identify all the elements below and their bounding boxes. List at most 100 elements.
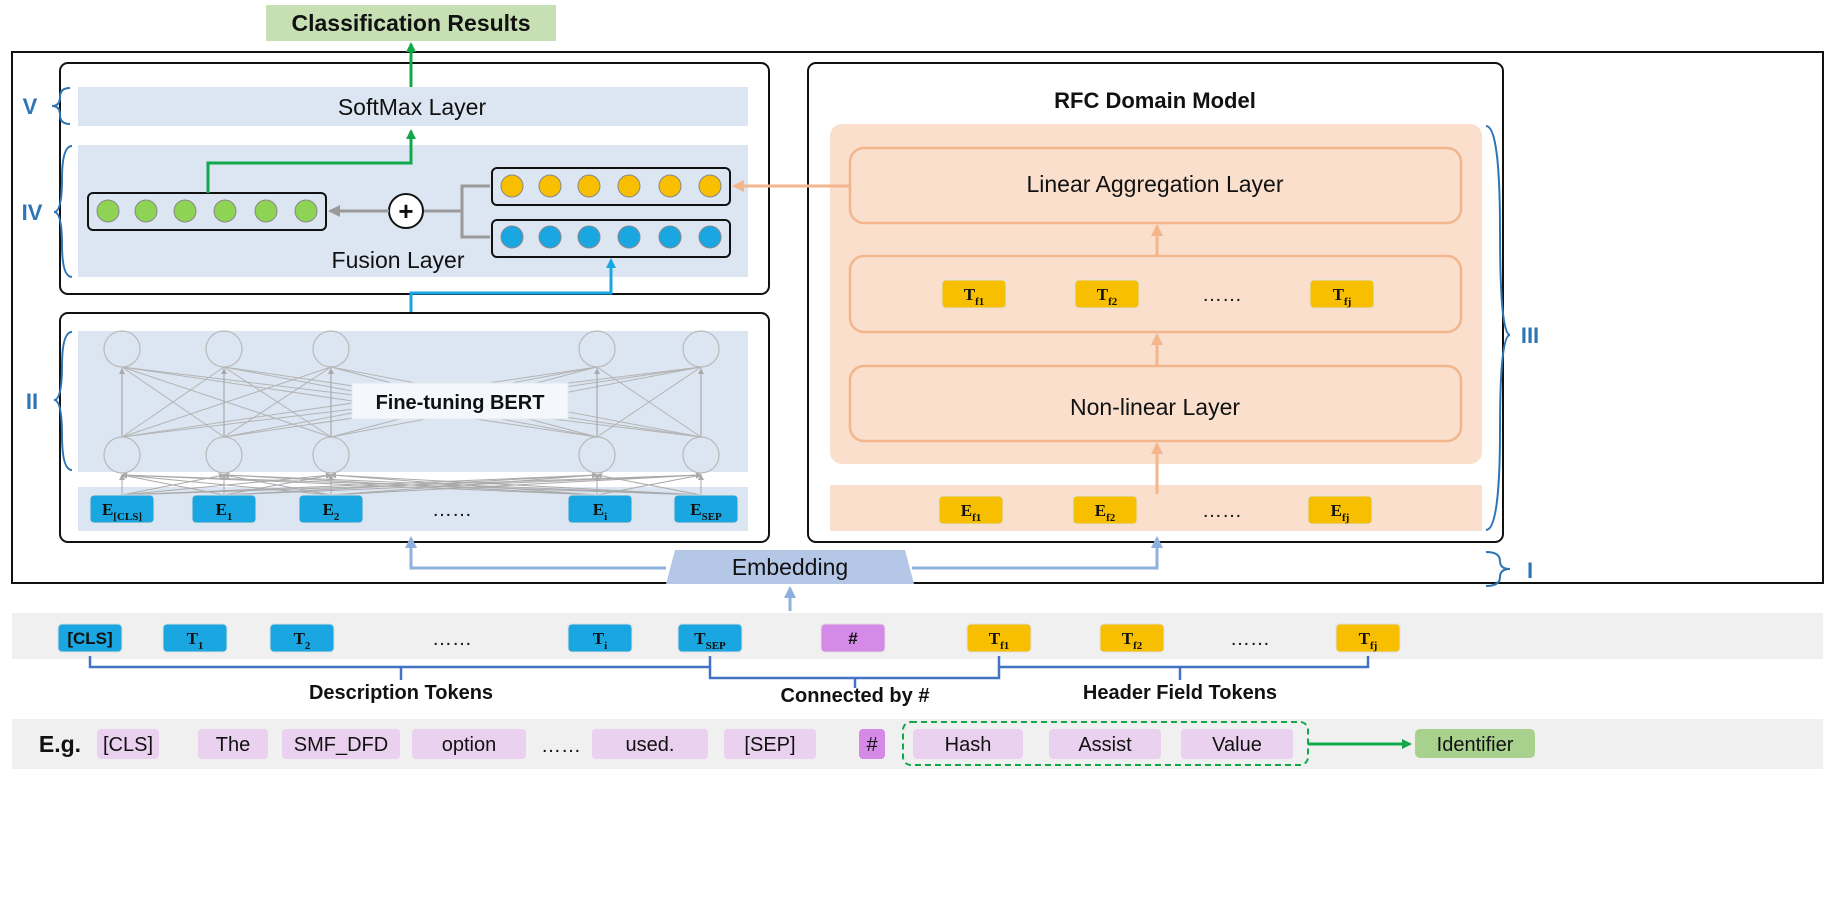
input-token: ……: [1230, 628, 1270, 650]
embedding-label: Embedding: [732, 554, 848, 580]
bert-label: Fine-tuning BERT: [376, 392, 545, 414]
token-label: E2: [323, 500, 340, 523]
bert-neuron: [578, 330, 616, 368]
vector-dot: [658, 225, 682, 249]
token-box: [966, 623, 1032, 653]
bert-input-arrow: [330, 472, 702, 496]
example-token-label: SMF_DFD: [294, 734, 388, 756]
rfc-t-token: Tfj: [1309, 279, 1375, 309]
bert-connection: [223, 366, 332, 438]
token-box: [162, 623, 228, 653]
example-token-box: [1181, 729, 1293, 759]
bert-input-arrow: [121, 472, 702, 496]
bert-embedding-token: Ei: [567, 494, 633, 524]
token-label: Efj: [1331, 501, 1350, 524]
token-box: [1309, 279, 1375, 309]
bert-label-box: [351, 382, 569, 420]
token-box: [820, 623, 886, 653]
rfc-e-token: ……: [1202, 500, 1242, 522]
example-token: used.: [592, 729, 708, 759]
token-label: Tf1: [964, 285, 985, 308]
bert-embedding-token: E2: [298, 494, 364, 524]
input-token: Tfj: [1335, 623, 1401, 653]
rfc-e-token: Efj: [1307, 495, 1373, 525]
example-token-box: [282, 729, 400, 759]
example-result-label: Identifier: [1437, 734, 1514, 756]
bert-vector: [491, 219, 731, 258]
bert-to-fusion-arrow: [409, 258, 616, 330]
token-label: [CLS]: [67, 629, 112, 648]
token-label: Ei: [593, 500, 607, 523]
example-token: The: [198, 729, 268, 759]
non-linear-label: Non-linear Layer: [1070, 394, 1240, 420]
level-ii-label: II: [26, 389, 38, 414]
level-v-label: V: [23, 94, 38, 119]
example-token-box: [97, 729, 159, 759]
bert-embedding-token: E[CLS]: [89, 494, 155, 524]
example-token: [SEP]: [724, 729, 816, 759]
bert-embedding-token: ……: [432, 499, 472, 521]
bert-neuron: [103, 436, 141, 474]
token-label: T2: [294, 629, 311, 652]
bert-neuron: [682, 436, 720, 474]
input-token: [CLS]: [57, 623, 123, 653]
token-label: TSEP: [694, 629, 726, 652]
token-box: [941, 279, 1007, 309]
token-label: Ti: [593, 629, 607, 652]
example-result-box: [1415, 729, 1535, 758]
header-tokens-brace: [997, 656, 1370, 680]
ellipsis: ……: [1230, 628, 1270, 650]
token-box: [191, 494, 257, 524]
vector-dot: [698, 174, 722, 198]
connected-label: Connected by #: [781, 685, 930, 707]
embedding-to-bert-arrow: [405, 536, 666, 570]
example-token: #: [859, 729, 885, 759]
token-label: E[CLS]: [102, 500, 142, 523]
token-label: T1: [187, 629, 204, 652]
description-tokens-label: Description Tokens: [309, 682, 493, 704]
vector-dot: [294, 199, 318, 223]
bert-neuron: [205, 330, 243, 368]
bert-neuron: [312, 330, 350, 368]
token-box: [673, 494, 739, 524]
token-box: [1099, 623, 1165, 653]
bert-input-arrow: [121, 472, 598, 496]
example-token-label: Assist: [1078, 734, 1132, 756]
description-tokens-brace: [88, 656, 712, 680]
example-token-box: [412, 729, 526, 759]
ellipsis: ……: [1202, 500, 1242, 522]
example-token-box: [1049, 729, 1161, 759]
linear-aggregation-label: Linear Aggregation Layer: [1026, 171, 1283, 197]
embedding-box: [666, 550, 914, 584]
token-box: [1335, 623, 1401, 653]
rfc-title: RFC Domain Model: [1054, 88, 1256, 113]
example-token-label: used.: [626, 734, 675, 756]
vector-dot: [254, 199, 278, 223]
rfc-e-token: Ef1: [938, 495, 1004, 525]
vector-dot: [213, 199, 237, 223]
example-token-label: #: [866, 734, 878, 756]
example-token: [CLS]: [97, 729, 159, 759]
bert-embedding-band: [78, 487, 748, 531]
bert-input-arrow: [596, 472, 702, 496]
classification-results-box: [266, 5, 556, 41]
ellipsis: ……: [541, 735, 581, 757]
example-token: Hash: [913, 729, 1023, 759]
bert-input-arrow: [223, 472, 702, 496]
level-ii-bracket: [53, 331, 73, 471]
vector-dot: [617, 225, 641, 249]
rfc-t-token: ……: [1202, 284, 1242, 306]
token-box: [677, 623, 743, 653]
level-iv-label: IV: [22, 200, 43, 225]
token-box: [298, 494, 364, 524]
token-box: [567, 494, 633, 524]
level-iii-label: III: [1521, 323, 1539, 348]
input-token: Tf2: [1099, 623, 1165, 653]
bert-input-arrow: [223, 472, 332, 496]
bert-neuron: [103, 330, 141, 368]
token-label: Tf2: [1122, 629, 1143, 652]
embedding-to-rfc-arrow: [912, 536, 1163, 570]
rfc-vector: [491, 167, 731, 206]
